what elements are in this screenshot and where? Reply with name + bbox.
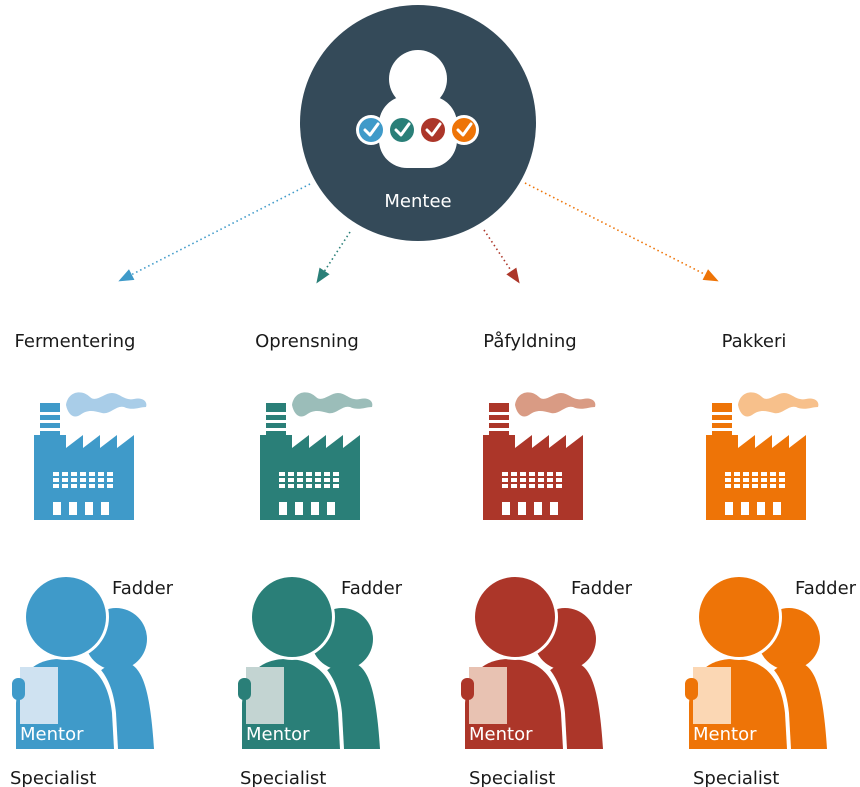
dotted-arrow	[316, 231, 351, 284]
mentor-label: Mentor	[20, 724, 84, 745]
people-icon: Mentor	[685, 574, 827, 749]
check-badges	[356, 115, 479, 145]
factory-icon	[483, 392, 596, 520]
factory-icon	[706, 392, 819, 520]
department-name: Påfyldning	[483, 331, 576, 352]
people-icon: Mentor	[238, 574, 380, 749]
specialist-label: Specialist	[469, 768, 555, 787]
fadder-label: Fadder	[571, 578, 633, 599]
mentee-person-icon	[379, 50, 457, 168]
specialist-label: Specialist	[240, 768, 326, 787]
arrowhead-icon	[118, 269, 135, 282]
dotted-arrow	[524, 182, 719, 282]
specialist-label: Specialist	[10, 768, 96, 787]
dotted-arrow	[483, 229, 520, 284]
badge-icon	[469, 667, 507, 724]
fadder-label: Fadder	[112, 578, 174, 599]
department-name: Fermentering	[15, 331, 136, 352]
mentor-label: Mentor	[693, 724, 757, 745]
check-badge-icon	[387, 115, 417, 145]
mentee-node: Mentee	[300, 5, 536, 241]
department-name: Oprensning	[255, 331, 359, 352]
badge-icon	[246, 667, 284, 724]
departments-group: FermenteringMentorFadderSpecialistOprens…	[10, 331, 857, 787]
department-name: Pakkeri	[722, 331, 787, 352]
mentor-label: Mentor	[246, 724, 310, 745]
mentor-label: Mentor	[469, 724, 533, 745]
factory-icon	[260, 392, 373, 520]
specialist-label: Specialist	[693, 768, 779, 787]
badge-icon	[693, 667, 731, 724]
badge-icon	[20, 667, 58, 724]
fadder-label: Fadder	[795, 578, 857, 599]
mentee-label: Mentee	[384, 191, 451, 212]
people-icon: Mentor	[12, 574, 154, 749]
arrowhead-icon	[506, 267, 520, 284]
check-badge-icon	[356, 115, 386, 145]
check-badge-icon	[449, 115, 479, 145]
check-badge-icon	[418, 115, 448, 145]
arrowhead-icon	[702, 269, 719, 282]
arrows-group	[118, 182, 719, 284]
factory-icon	[34, 392, 147, 520]
fadder-label: Fadder	[341, 578, 403, 599]
people-icon: Mentor	[461, 574, 603, 749]
dotted-arrow	[118, 183, 311, 282]
arrowhead-icon	[316, 267, 330, 284]
